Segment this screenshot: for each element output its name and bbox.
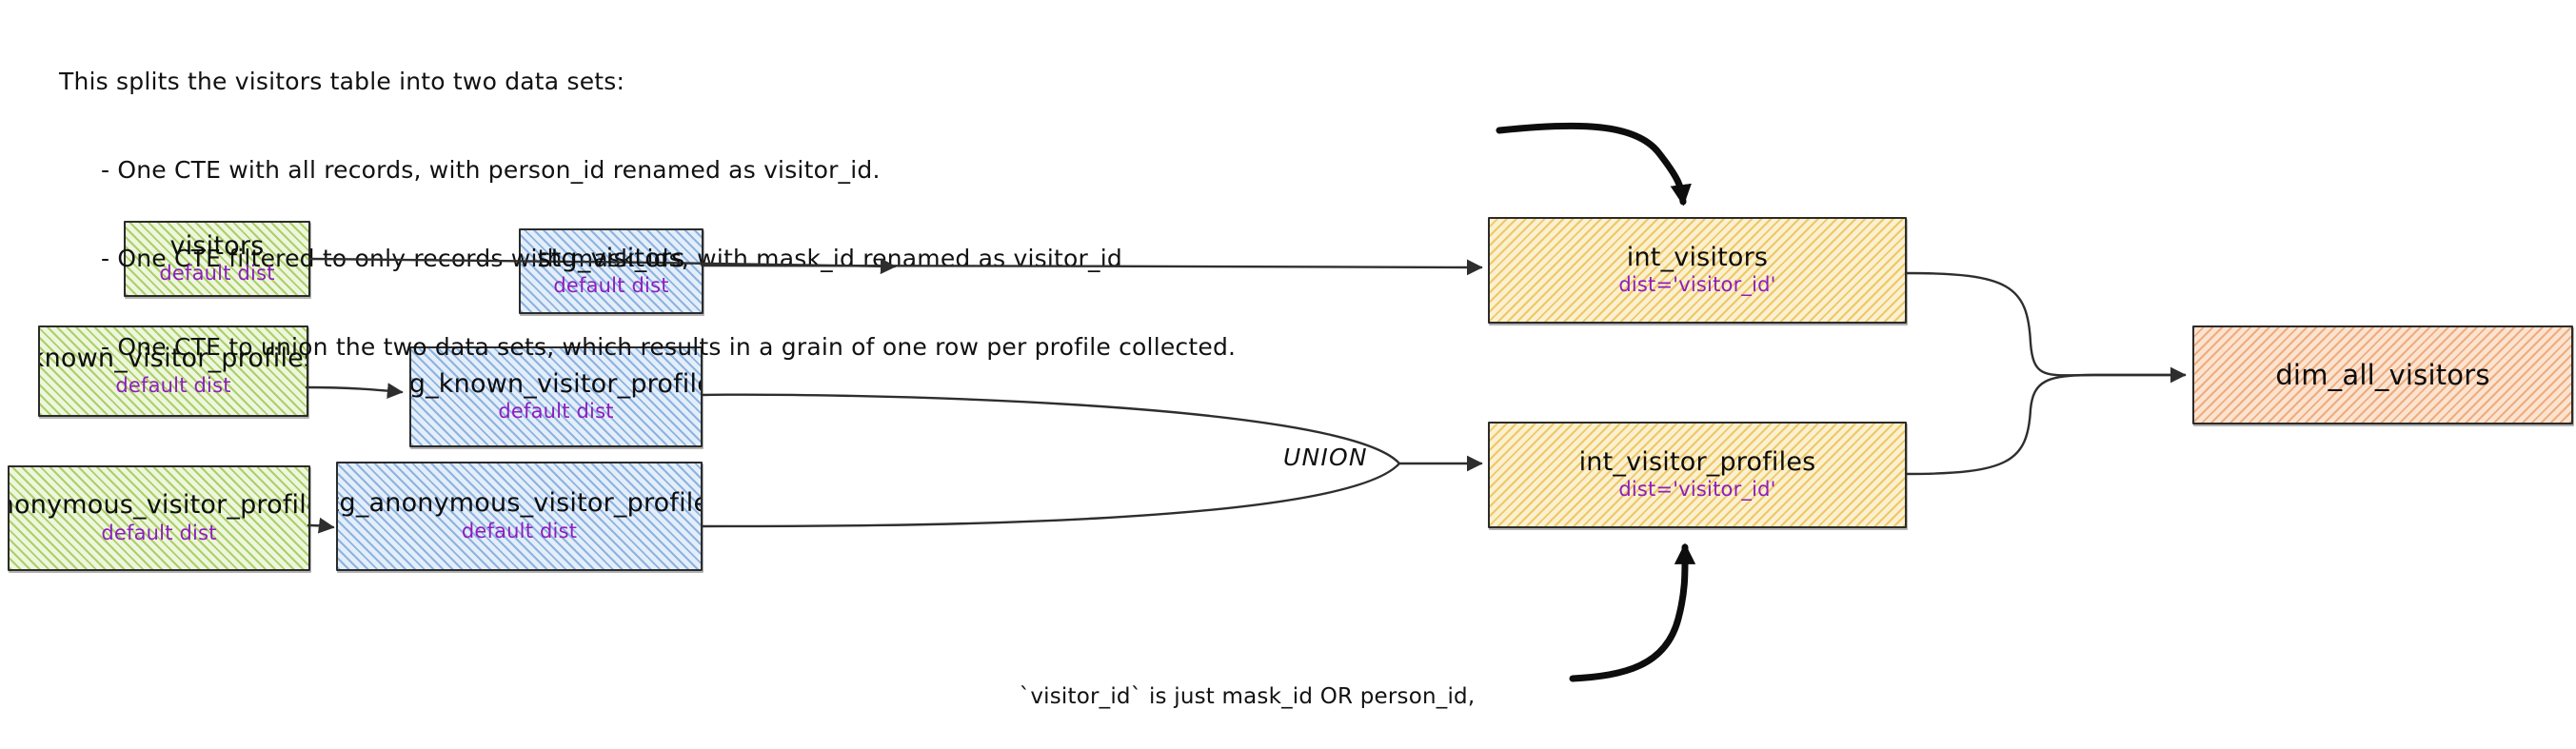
edge-stg_anonymous_visitor_profiles-to-int_visitor_profiles (700, 462, 1401, 528)
annotation-bottom-line-0: `visitor_id` is just mask_id OR person_i… (1019, 684, 1476, 709)
node-title: stg_known_visitor_profiles (409, 368, 701, 399)
annotation-bottom: `visitor_id` is just mask_id OR person_i… (933, 628, 1561, 749)
node-dist-style: dist='visitor_id' (1618, 273, 1776, 297)
node-int_visitor_profiles[interactable]: int_visitor_profiles dist='visitor_id' (1488, 422, 1907, 528)
node-dist-style: dist='visitor_id' (1618, 478, 1776, 502)
node-dist-style: default dist (101, 521, 217, 544)
annotation-arrow-to-int_visitor_profiles (1569, 542, 1696, 682)
annotation-arrow-to-int_visitors (1496, 122, 1692, 207)
node-stg_anonymous_visitor_profiles[interactable]: stg_anonymous_visitor_profiles default d… (336, 462, 703, 571)
node-anonymous_visitor_profiles[interactable]: anonymous_visitor_profiles default dist (8, 465, 310, 571)
node-known_visitor_profiles[interactable]: known_visitor_profiles default dist (38, 325, 308, 417)
node-stg_known_visitor_profiles[interactable]: stg_known_visitor_profiles default dist (409, 346, 703, 447)
node-dim_all_visitors[interactable]: dim_all_visitors (2192, 325, 2573, 424)
node-title: stg_visitors (537, 243, 685, 273)
node-visitors[interactable]: visitors default dist (124, 221, 310, 297)
node-title: visitors (169, 230, 265, 261)
edge-label-union: UNION (1283, 443, 1368, 471)
node-dist-style: default dist (159, 262, 275, 286)
edge-int_visitors-to-dim_all_visitors (1905, 271, 2187, 384)
annotation-top-line-0: This splits the visitors table into two … (59, 68, 625, 95)
annotation-top-line-1: - One CTE with all records, with person_… (101, 156, 881, 184)
edge-int_visitor_profiles-to-dim_all_visitors (1905, 373, 2187, 476)
node-title: known_visitor_profiles (38, 343, 308, 373)
node-title: int_visitor_profiles (1578, 446, 1816, 477)
node-dist-style: default dist (498, 400, 614, 424)
edge-anonymous_visitor_profiles-to-stg_anonymous_visitor_profiles (307, 517, 335, 534)
node-dist-style: default dist (115, 374, 231, 398)
node-dist-style: default dist (461, 519, 578, 542)
node-dist-style: default dist (553, 274, 669, 298)
node-title: stg_anonymous_visitor_profiles (336, 488, 701, 519)
node-title: dim_all_visitors (2275, 358, 2490, 391)
node-title: anonymous_visitor_profiles (10, 490, 308, 521)
annotation-top-line-3: - One CTE to union the two data sets, wh… (101, 333, 1237, 361)
node-int_visitors[interactable]: int_visitors dist='visitor_id' (1488, 217, 1907, 324)
node-title: int_visitors (1626, 242, 1769, 272)
